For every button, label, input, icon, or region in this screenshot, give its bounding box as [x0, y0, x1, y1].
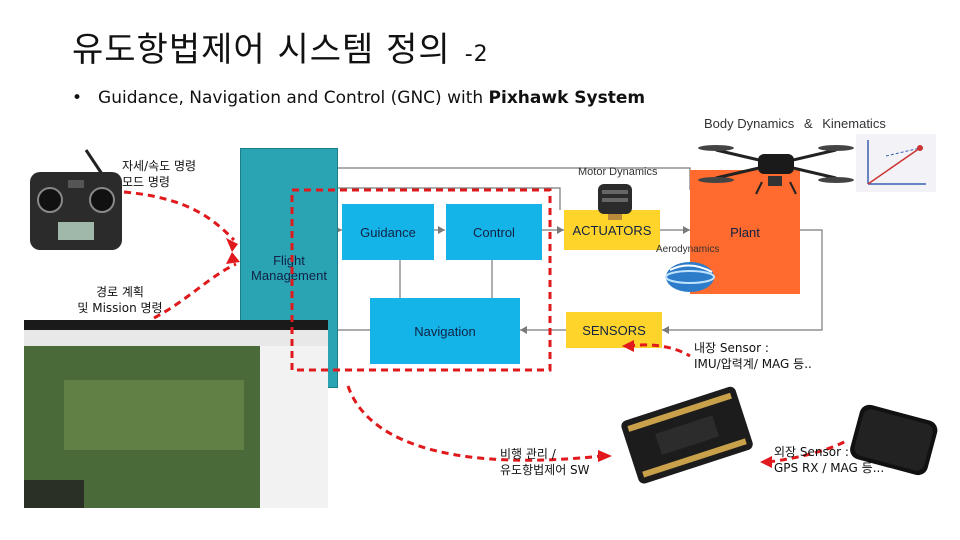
- path-plan-line2: 및 Mission 명령: [77, 301, 163, 315]
- arrowhead-plant: [683, 226, 690, 234]
- rc-transmitter-image: [30, 149, 122, 250]
- body-dynamics-text: Body Dynamics: [704, 116, 795, 131]
- dashed-arrow-external-sensor: [767, 438, 849, 464]
- flight-software-line2: 유도항법제어 SW: [500, 463, 590, 477]
- slide-title: 유도항법제어 시스템 정의 -2: [72, 22, 489, 71]
- aerodynamics-label: Aerodynamics: [656, 244, 720, 255]
- path-plan-line1: 경로 계획: [96, 285, 144, 299]
- dashed-arrow-attitude-cmd: [123, 190, 236, 242]
- internal-sensor-line2: IMU/압력계/ MAG 등..: [694, 357, 812, 371]
- bullet-text-bold: Pixhawk System: [488, 88, 646, 108]
- actuators-label: ACTUATORS: [572, 222, 652, 238]
- body-dynamics-label: Body Dynamics & Kinematics: [704, 116, 886, 131]
- aerodynamics-image: [665, 262, 715, 292]
- bullet-line: • Guidance, Navigation and Control (GNC) …: [72, 88, 645, 108]
- attitude-command-line1: 자세/속도 명령: [122, 159, 197, 173]
- external-sensor-line2: GPS RX / MAG 등...: [774, 461, 885, 475]
- arrowhead-attitude-cmd: [226, 238, 238, 252]
- attitude-command-note: 자세/속도 명령 모드 명령: [122, 158, 196, 190]
- guidance-block: Guidance: [342, 204, 434, 260]
- dashed-arrow-internal-sensor: [627, 343, 691, 358]
- attitude-command-line2: 모드 명령: [122, 175, 170, 189]
- arrowhead-actuators: [557, 226, 564, 234]
- control-block: Control: [446, 204, 542, 260]
- title-main: 유도항법제어 시스템 정의: [72, 30, 451, 70]
- kinematics-diagram: [856, 134, 936, 192]
- connector-fm-top: [313, 187, 561, 210]
- gps-module-image: [850, 404, 938, 476]
- arrowhead-sensors: [662, 326, 669, 334]
- arrowhead-path-plan: [226, 252, 240, 264]
- arrowhead-control: [438, 226, 445, 234]
- sensors-label: SENSORS: [582, 322, 646, 338]
- ampersand-text: &: [803, 116, 813, 131]
- external-sensor-line1: 외장 Sensor :: [774, 445, 849, 459]
- internal-sensor-note: 내장 Sensor : IMU/압력계/ MAG 등..: [694, 340, 812, 372]
- pixhawk-image: [621, 386, 753, 484]
- title-suffix: -2: [464, 42, 489, 67]
- dashed-software-boundary: [290, 188, 552, 372]
- motor-image: [598, 184, 632, 220]
- arrowhead-internal-sensor: [622, 340, 634, 352]
- kinematics-text: Kinematics: [822, 116, 886, 131]
- gcs-map-area: [64, 380, 244, 450]
- quadcopter-image: [698, 145, 854, 195]
- arrowhead-navigation: [520, 326, 527, 334]
- flight-management-label: Flight Management: [251, 253, 327, 283]
- dashed-arrow-path-plan: [153, 262, 237, 320]
- guidance-label: Guidance: [360, 224, 416, 240]
- navigation-block: Navigation: [370, 298, 520, 364]
- arrowhead-external-sensor: [760, 456, 772, 468]
- gcs-mission-panel: [260, 346, 328, 508]
- gcs-telemetry-box: [24, 480, 84, 508]
- bullet-marker: •: [72, 88, 83, 108]
- sensors-block: SENSORS: [566, 312, 662, 348]
- bullet-text: Guidance, Navigation and Control (GNC) w…: [98, 88, 489, 108]
- motor-dynamics-label: Motor Dynamics: [578, 166, 658, 178]
- flight-software-note: 비행 관리 / 유도항법제어 SW: [500, 446, 590, 478]
- dashed-arrow-flight-sw: [346, 385, 603, 462]
- path-plan-note: 경로 계획 및 Mission 명령: [62, 284, 178, 316]
- flight-software-line1: 비행 관리 /: [500, 447, 556, 461]
- internal-sensor-line1: 내장 Sensor :: [694, 341, 769, 355]
- external-sensor-note: 외장 Sensor : GPS RX / MAG 등...: [774, 444, 884, 476]
- gcs-toolbar: [24, 330, 328, 346]
- plant-label: Plant: [730, 224, 760, 240]
- navigation-label: Navigation: [414, 323, 476, 339]
- gcs-status-bar: [24, 320, 328, 330]
- connector-plant-sensors: [662, 229, 823, 331]
- control-label: Control: [473, 224, 515, 240]
- arrowhead-flight-sw: [598, 450, 612, 462]
- ground-station-screenshot: [24, 320, 328, 508]
